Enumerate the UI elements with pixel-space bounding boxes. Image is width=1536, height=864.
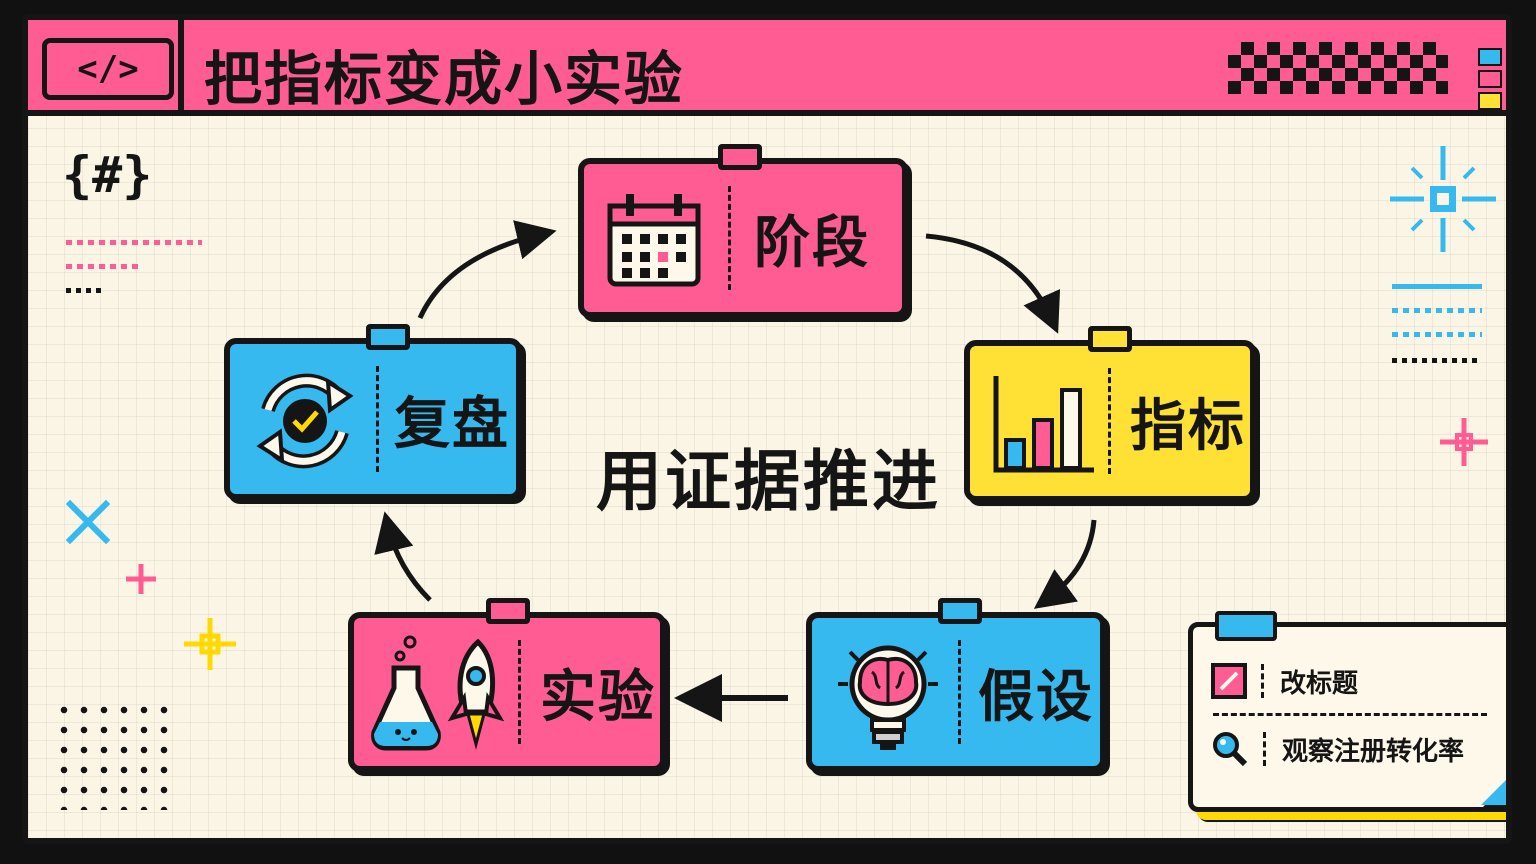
arrow-metric-to-hypothesis bbox=[1033, 519, 1097, 609]
node-separator bbox=[958, 640, 961, 744]
code-icon: </> bbox=[42, 38, 174, 100]
title-bar: </> 把指标变成小实验 bbox=[28, 20, 1506, 116]
node-tab bbox=[718, 144, 762, 170]
note-item-text: 观察注册转化率 bbox=[1282, 736, 1465, 767]
node-tab bbox=[1088, 326, 1132, 352]
refresh-check-icon bbox=[256, 373, 354, 469]
cycle-step-label: 阶段 bbox=[754, 210, 870, 276]
sparkle-yellow-icon bbox=[184, 618, 236, 670]
node-separator bbox=[376, 366, 379, 472]
dash-line-blue-dotted-1 bbox=[1392, 308, 1482, 313]
dash-line-blue-dotted-2 bbox=[1392, 332, 1482, 337]
hash-badge-icon: {#} bbox=[62, 146, 152, 204]
dash-line-pink-long bbox=[66, 240, 202, 245]
hash-badge-text: {#} bbox=[62, 146, 153, 204]
page-title: 把指标变成小实验 bbox=[204, 45, 685, 113]
note-card: 改标题 观察注册转化率 bbox=[1188, 611, 1506, 812]
sparkle-x-icon bbox=[66, 500, 110, 544]
bar-chart-icon bbox=[993, 376, 1094, 473]
magnifier-icon bbox=[1213, 732, 1248, 767]
sparkle-pink-icon bbox=[126, 564, 156, 594]
dash-line-black bbox=[66, 288, 102, 293]
sparkle-pink-right-icon bbox=[1440, 418, 1488, 466]
note-item-text: 改标题 bbox=[1280, 668, 1359, 699]
cycle-step-stage: 阶段 bbox=[578, 144, 908, 318]
cycle-step-label: 假设 bbox=[978, 664, 1094, 730]
node-separator bbox=[728, 186, 731, 290]
cycle-step-metric: 指标 bbox=[964, 326, 1256, 502]
node-separator bbox=[518, 640, 521, 744]
dash-line-blue-solid bbox=[1392, 284, 1482, 289]
node-tab bbox=[486, 598, 530, 624]
dot-grid-pattern bbox=[54, 700, 178, 810]
sparkle-blue-icon bbox=[1390, 146, 1496, 252]
note-divider bbox=[1213, 713, 1487, 716]
node-tab bbox=[938, 598, 982, 624]
cycle-step-label: 指标 bbox=[1130, 393, 1246, 459]
note-fold-inner bbox=[1481, 771, 1506, 805]
cycle-step-review: 复盘 bbox=[224, 324, 522, 500]
cycle-step-experiment: 实验 bbox=[348, 598, 666, 772]
cycle-step-label: 实验 bbox=[540, 664, 656, 730]
canvas-frame: </> 把指标变成小实验 {#} bbox=[22, 14, 1512, 844]
arrow-experiment-to-review bbox=[374, 511, 432, 602]
dash-line-pink-short bbox=[66, 264, 142, 269]
pencil-square-icon bbox=[1211, 663, 1247, 699]
node-separator bbox=[1108, 368, 1111, 474]
note-item: 改标题 bbox=[1211, 657, 1499, 705]
brain-lightbulb-icon bbox=[838, 645, 938, 750]
note-tab bbox=[1215, 611, 1277, 641]
flask-rocket-icon bbox=[371, 635, 505, 751]
note-item: 观察注册转化率 bbox=[1211, 725, 1499, 773]
calendar-icon bbox=[607, 194, 701, 287]
color-swatches bbox=[1478, 48, 1502, 114]
title-divider bbox=[178, 20, 184, 110]
arrow-review-to-stage bbox=[417, 220, 557, 320]
cycle-step-hypothesis: 假设 bbox=[806, 598, 1106, 772]
cycle-arrows bbox=[374, 220, 1097, 722]
node-tab bbox=[366, 324, 410, 350]
cycle-center-label: 用证据推进 bbox=[596, 443, 941, 520]
checker-pattern bbox=[1228, 42, 1448, 94]
cycle-step-label: 复盘 bbox=[394, 391, 510, 457]
dash-line-black-dotted bbox=[1392, 358, 1482, 363]
arrow-stage-to-metric bbox=[925, 233, 1061, 334]
